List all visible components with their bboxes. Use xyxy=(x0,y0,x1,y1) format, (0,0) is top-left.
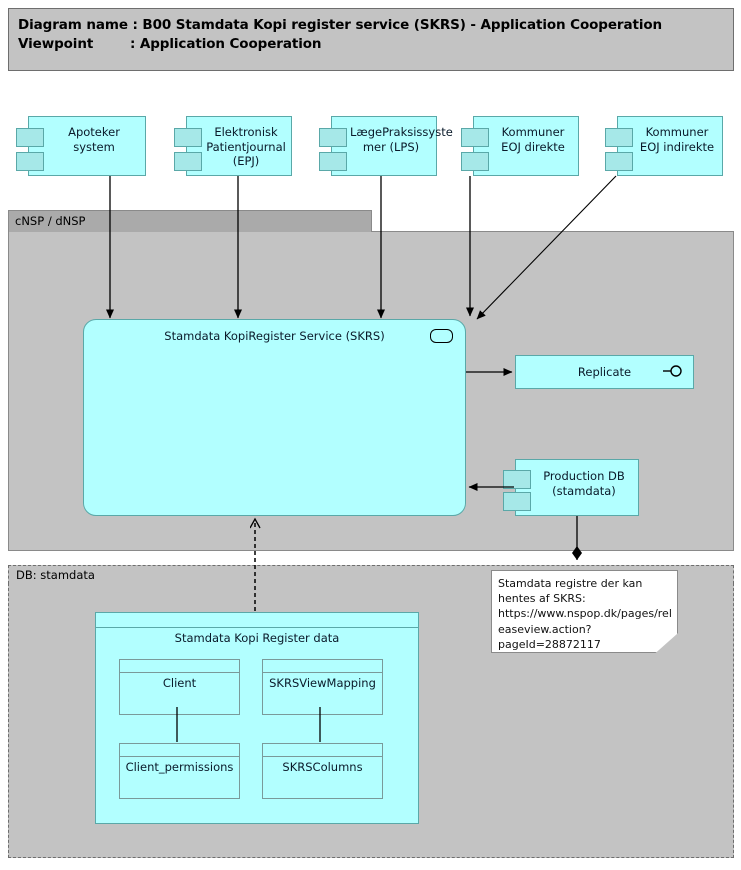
data-object-divider xyxy=(120,756,239,757)
application-interface-lollipop-icon xyxy=(663,365,682,377)
data-object-divider xyxy=(120,672,239,673)
component-kommuner-eoj-indirekte[interactable]: Kommuner EOJ indirekte xyxy=(605,116,723,176)
component-kommuner-eoj-direkte[interactable]: Kommuner EOJ direkte xyxy=(461,116,579,176)
component-apoteker-system[interactable]: Apoteker system xyxy=(16,116,146,176)
application-interface-replicate[interactable]: Replicate xyxy=(515,355,694,389)
group-cnsp-dnsp-tab[interactable]: cNSP / dNSP xyxy=(8,210,372,232)
application-interface-label: Replicate xyxy=(577,365,632,379)
diagram-name-text: Diagram name : B00 Stamdata Kopi registe… xyxy=(18,17,663,33)
group-db-stamdata-label: DB: stamdata xyxy=(16,568,95,582)
viewpoint-text: Viewpoint : Application Cooperation xyxy=(18,36,322,52)
data-object-skrsviewmapping[interactable]: SKRSViewMapping xyxy=(262,659,383,715)
component-tab-icon xyxy=(16,128,44,147)
data-package-stamdata-kopi-register[interactable]: Stamdata Kopi Register data Client SKRSV… xyxy=(95,612,419,824)
data-object-label: Client xyxy=(162,676,197,690)
data-object-divider xyxy=(263,672,382,673)
component-label: Kommuner EOJ indirekte xyxy=(639,125,715,154)
diagram-title-banner: Diagram name : B00 Stamdata Kopi registe… xyxy=(8,8,734,71)
application-service-label: Stamdata KopiRegister Service (SKRS) xyxy=(164,329,385,343)
component-tab-icon xyxy=(319,128,347,147)
component-label: Apoteker system xyxy=(68,125,120,154)
component-laegepraksissystemer-lps[interactable]: LægePraksissyste mer (LPS) xyxy=(319,116,453,176)
component-label: Production DB (stamdata) xyxy=(543,469,625,498)
data-object-divider xyxy=(263,756,382,757)
application-service-icon xyxy=(430,329,453,343)
component-tab-icon xyxy=(461,128,489,147)
component-tab-icon xyxy=(16,152,44,171)
component-production-db-stamdata[interactable]: Production DB (stamdata) xyxy=(503,459,639,516)
component-tab-icon xyxy=(605,128,633,147)
component-tab-icon xyxy=(174,152,202,171)
component-label: Elektronisk Patientjournal (EPJ) xyxy=(206,125,286,168)
data-object-label: SKRSViewMapping xyxy=(269,676,376,690)
application-service-skrs[interactable]: Stamdata KopiRegister Service (SKRS) xyxy=(83,319,466,516)
data-object-label: Client_permissions xyxy=(125,760,234,774)
component-tab-icon xyxy=(605,152,633,171)
component-tab-icon xyxy=(503,492,531,511)
component-tab-icon xyxy=(461,152,489,171)
component-elektronisk-patientjournal[interactable]: Elektronisk Patientjournal (EPJ) xyxy=(174,116,292,176)
component-label: Kommuner EOJ direkte xyxy=(501,125,565,154)
component-tab-icon xyxy=(174,128,202,147)
data-object-skrscolumns[interactable]: SKRSColumns xyxy=(262,743,383,799)
data-object-client[interactable]: Client xyxy=(119,659,240,715)
data-object-label: SKRSColumns xyxy=(282,760,363,774)
data-package-divider xyxy=(96,627,418,628)
group-cnsp-dnsp-label: cNSP / dNSP xyxy=(15,214,86,228)
data-package-label: Stamdata Kopi Register data xyxy=(174,631,340,645)
note-text: Stamdata registre der kan hentes af SKRS… xyxy=(498,577,672,651)
component-tab-icon xyxy=(319,152,347,171)
data-object-client-permissions[interactable]: Client_permissions xyxy=(119,743,240,799)
component-tab-icon xyxy=(503,470,531,489)
component-label: LægePraksissyste mer (LPS) xyxy=(350,125,453,154)
note-stamdata-registre[interactable]: Stamdata registre der kan hentes af SKRS… xyxy=(491,570,678,653)
